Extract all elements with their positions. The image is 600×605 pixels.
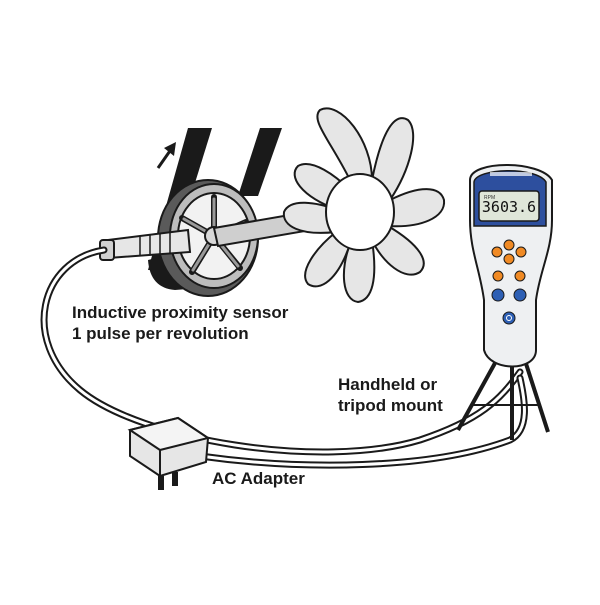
cables: [40, 246, 528, 469]
adapter-label: AC Adapter: [212, 469, 305, 488]
arrow-up-right-icon: [156, 142, 176, 169]
lcd-readout: 3603.6: [482, 198, 536, 216]
fan: [282, 107, 446, 304]
sensor-label-line1: Inductive proximity sensor: [72, 303, 289, 322]
mode-button[interactable]: [491, 288, 505, 302]
mount-label-line1: Handheld or: [338, 375, 438, 394]
power-button[interactable]: [502, 311, 516, 325]
pulley-wheel: [157, 179, 259, 297]
mount-label-line2: tripod mount: [338, 396, 443, 415]
tachometer-device: 3603.6 RPM: [469, 164, 553, 368]
sensor-label-line2: 1 pulse per revolution: [72, 324, 249, 343]
hold-button[interactable]: [513, 288, 527, 302]
plus-button[interactable]: [514, 270, 526, 282]
lcd-unit: RPM: [484, 195, 495, 201]
down-button[interactable]: [503, 253, 515, 265]
left-button[interactable]: [491, 246, 503, 258]
lcd-screen: [478, 190, 540, 222]
ac-adapter: [127, 416, 211, 490]
right-button[interactable]: [515, 246, 527, 258]
up-button[interactable]: [503, 239, 515, 251]
minus-button[interactable]: [492, 270, 504, 282]
